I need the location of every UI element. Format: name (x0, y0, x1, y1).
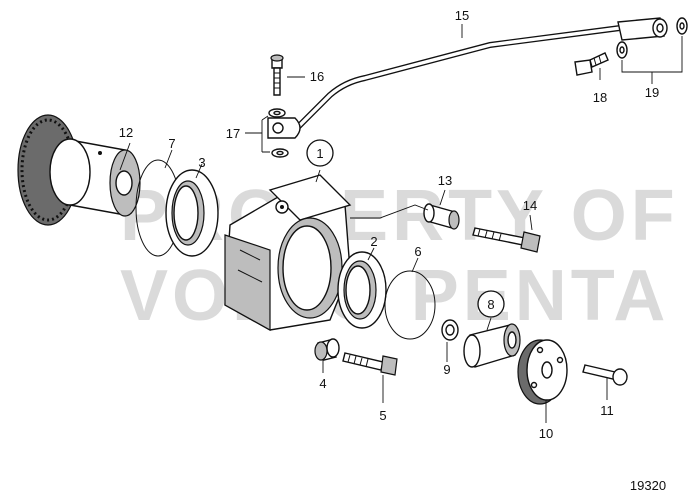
part-5-bolt (342, 352, 398, 376)
callout-12: 12 (119, 125, 133, 140)
callout-13: 13 (438, 173, 452, 188)
callout-15: 15 (455, 8, 469, 23)
callout-16: 16 (310, 69, 324, 84)
part-2-seal-ring (337, 251, 387, 329)
callout-6: 6 (414, 244, 421, 259)
part-9-washer (441, 319, 459, 341)
callout-8: 8 (487, 297, 494, 312)
part-11-bolt (582, 364, 628, 386)
callout-labels: 2 3 4 5 6 7 9 10 11 12 13 14 15 16 17 18… (119, 8, 659, 441)
part-3-ring (165, 169, 219, 257)
leader-lines (119, 24, 683, 423)
part-12-gear-drum (17, 114, 141, 226)
part-14-bolt (472, 227, 541, 253)
circled-callout-1: 1 (306, 139, 334, 167)
callout-14: 14 (523, 198, 537, 213)
part-19-washers (616, 17, 688, 59)
part-8-coupling (463, 323, 521, 368)
part-15-oil-pipe (267, 17, 668, 139)
callout-4: 4 (319, 376, 326, 391)
callout-5: 5 (379, 408, 386, 423)
watermark: PROPERTY OF VOLVO PENTA (120, 176, 675, 336)
part-1-housing (224, 174, 352, 332)
callout-10: 10 (539, 426, 553, 441)
callout-18: 18 (593, 90, 607, 105)
part-17-washers (268, 108, 289, 158)
callout-9: 9 (443, 362, 450, 377)
part-13-sleeve (423, 203, 460, 230)
callout-19: 19 (645, 85, 659, 100)
circled-callout-8: 8 (477, 290, 505, 318)
drawing-number: 19320 (630, 478, 666, 493)
callout-17: 17 (226, 126, 240, 141)
part-6-o-ring (384, 270, 436, 340)
callout-3: 3 (198, 155, 205, 170)
part-4-bushing (314, 338, 340, 361)
callout-2: 2 (370, 234, 377, 249)
callout-1: 1 (316, 146, 323, 161)
part-18-bolt (574, 52, 609, 76)
callout-11: 11 (600, 403, 614, 418)
part-10-flange (517, 339, 568, 405)
callout-7: 7 (168, 136, 175, 151)
watermark-line2: VOLVO PENTA (120, 256, 669, 336)
part-16-banjo-bolt (270, 54, 284, 96)
